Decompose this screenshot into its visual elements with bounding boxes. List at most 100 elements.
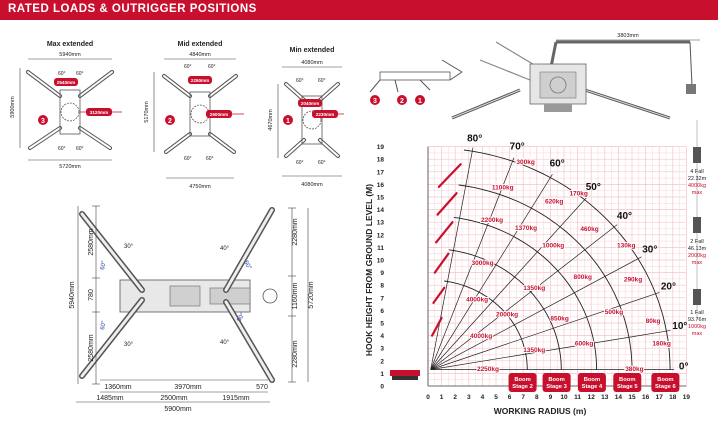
- crane-front-illustration: 3803mm: [451, 33, 700, 120]
- plan-outer-left-dim: 5940mm: [69, 281, 76, 308]
- angle-label: 40°: [220, 246, 230, 252]
- position-top-dim: 4080mm: [301, 60, 323, 66]
- y-tick-label: 18: [377, 157, 385, 164]
- boom-angle-label: 80°: [467, 134, 482, 145]
- position-title: Mid extended: [178, 41, 223, 48]
- position-bottom-dim: 4750mm: [189, 184, 211, 190]
- angle-label: 60°: [184, 156, 192, 162]
- boom-stage-label: Stage 6: [655, 384, 676, 390]
- position-number-badge: 2: [400, 98, 404, 105]
- plan-right-dim: 2280mm: [292, 340, 299, 367]
- y-tick-label: 1: [380, 371, 384, 378]
- y-tick-label: 3: [380, 346, 384, 353]
- angle-label: 60°: [76, 146, 84, 152]
- boom-stage-arc: [453, 216, 598, 370]
- x-tick-label: 9: [549, 394, 553, 401]
- x-tick-label: 6: [508, 394, 512, 401]
- dim-tag: 2250mm: [191, 78, 209, 83]
- plan-left-dim: 2580mm: [88, 334, 95, 361]
- outrigger-side-view: 3 2 1: [369, 59, 463, 105]
- angle-label: 60°: [58, 146, 66, 152]
- plan-left-dim: 2580mm: [88, 228, 95, 255]
- angle-label: 60°: [296, 160, 304, 166]
- angle-label: 60°: [206, 156, 214, 162]
- plan-bottom-dim: 1485mm: [96, 395, 123, 402]
- boom-stage-label: Stage 3: [546, 384, 567, 390]
- boom-stage-badge: [651, 373, 680, 392]
- boom-section-mark: [432, 286, 446, 304]
- boom-stage-arc: [463, 149, 671, 370]
- boom-stage-label: Stage 5: [617, 384, 638, 390]
- boom-section-mark: [430, 316, 443, 337]
- load-label: 170kg: [569, 191, 587, 198]
- position-number-badge: 1: [418, 98, 422, 105]
- boom-angle-line: [430, 157, 515, 370]
- boom-angle-label: 40°: [617, 211, 632, 222]
- y-tick-label: 16: [377, 182, 385, 189]
- plan-total-dim: 5900mm: [164, 406, 191, 413]
- position-bottom-dim: 5720mm: [59, 164, 81, 170]
- boom-stage-badge: [542, 373, 571, 392]
- boom-angle-line: [430, 292, 660, 370]
- y-tick-label: 11: [377, 245, 384, 252]
- y-tick-label: 2: [380, 358, 384, 365]
- angle-label: 30°: [124, 342, 134, 348]
- x-tick-label: 5: [494, 394, 498, 401]
- x-tick-label: 2: [453, 394, 457, 401]
- crane-track-icon: [392, 376, 418, 380]
- chart-boom-angle-lines: [430, 147, 675, 370]
- x-tick-label: 13: [601, 394, 609, 401]
- x-tick-label: 14: [615, 394, 623, 401]
- dim-tag: 2600mm: [210, 112, 228, 117]
- x-tick-label: 7: [521, 394, 525, 401]
- boom-stage-label: Stage 2: [512, 384, 533, 390]
- y-tick-label: 13: [377, 220, 385, 227]
- fall-max: max: [692, 331, 703, 337]
- y-tick-label: 17: [377, 169, 385, 176]
- falls-panel: 4 Fall 22.32m 4000kg max 2 Fall 46.13m 2…: [688, 120, 707, 337]
- boom-stage-label: Boom: [657, 377, 673, 383]
- load-label: 290kg: [624, 276, 642, 283]
- load-label: 2000kg: [496, 312, 518, 319]
- position-mid-extended: Mid extended 4840mm 5170mm 4750mm 60° 60…: [144, 41, 244, 190]
- y-tick-label: 14: [377, 207, 385, 214]
- page-title: RATED LOADS & OUTRIGGER POSITIONS: [8, 3, 257, 15]
- load-label: 460kg: [580, 226, 598, 233]
- x-tick-label: 19: [683, 394, 691, 401]
- boom-angle-label: 60°: [550, 159, 565, 170]
- position-bottom-dim: 4080mm: [301, 182, 323, 188]
- fall-load: 2000kg: [688, 253, 706, 259]
- dim-tag: 2230mm: [316, 112, 334, 117]
- x-tick-label: 1: [440, 394, 444, 401]
- position-top-dim: 4840mm: [189, 52, 211, 58]
- plan-bottom-dim: 2500mm: [160, 395, 187, 402]
- load-label: 600kg: [575, 341, 593, 348]
- angle-label: 30°: [124, 244, 134, 250]
- position-number-badge: 3: [41, 118, 45, 125]
- fall-height: 93.76m: [688, 317, 707, 323]
- position-title: Max extended: [47, 41, 93, 48]
- boom-angle-label: 0°: [679, 362, 689, 373]
- boom-angle-line: [430, 174, 553, 370]
- x-tick-label: 18: [669, 394, 677, 401]
- boom-stage-label: Boom: [619, 377, 635, 383]
- boom-angle-label: 20°: [661, 281, 676, 292]
- chart-grid: [427, 146, 687, 387]
- dim-tag: 2040mm: [301, 101, 319, 106]
- boom-section-mark: [436, 192, 458, 216]
- y-tick-label: 7: [380, 295, 384, 302]
- load-label: 1350kg: [523, 347, 545, 354]
- load-label: 800kg: [574, 274, 592, 281]
- angle-label: 60°: [76, 71, 84, 77]
- angle-label: 60°: [184, 64, 192, 70]
- chart-boom-arcs: [444, 149, 671, 370]
- x-tick-label: 8: [535, 394, 539, 401]
- fall-title: 2 Fall: [690, 239, 703, 245]
- load-label: 620kg: [545, 198, 563, 205]
- crane-width-dim: 3803mm: [617, 33, 639, 39]
